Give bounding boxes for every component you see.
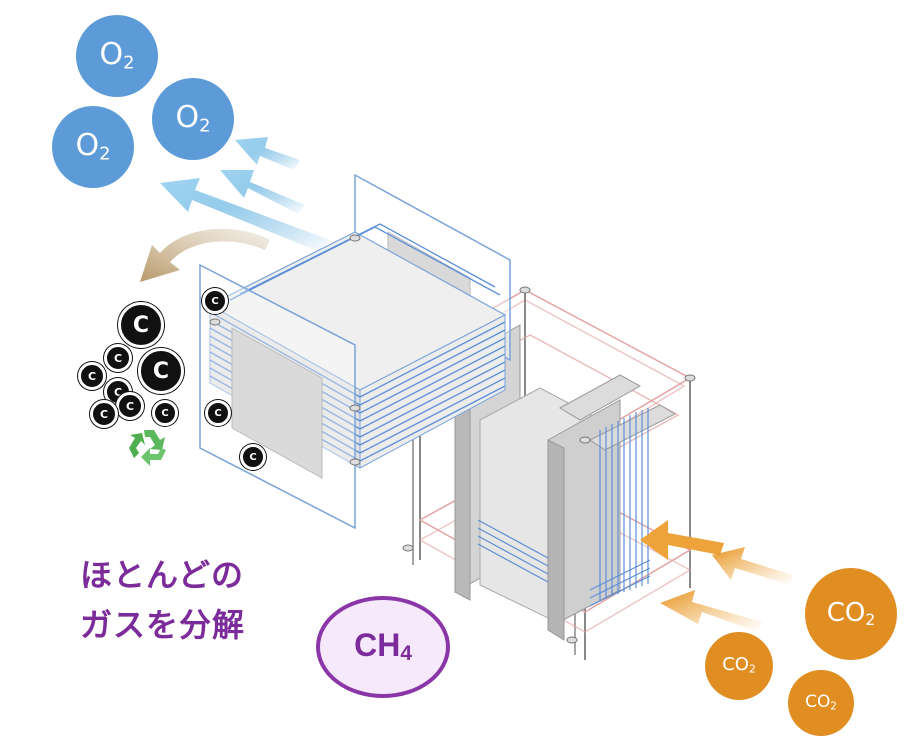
carbon-atom: C: [118, 302, 164, 348]
ch4-label: CH4: [354, 627, 412, 666]
o2-label: O2: [75, 127, 111, 165]
carbon-atom: C: [152, 400, 178, 426]
arrow-icon: [235, 137, 300, 170]
carbon-atom: C: [240, 444, 266, 470]
blue-bolts: [209, 234, 361, 466]
carbon-atom: C: [78, 362, 106, 390]
caption-line-1: ほとんどの: [80, 556, 245, 594]
carbon-atom: C: [116, 392, 144, 420]
arrow-icon: [660, 590, 762, 632]
carbon-atom: C: [90, 400, 118, 428]
co2-molecule: CO2: [805, 568, 897, 660]
arrow-icon: [220, 170, 305, 214]
co2-arrows: [640, 520, 793, 632]
red-unit-plates: [454, 324, 677, 641]
red-unit-membranes: [477, 408, 651, 607]
co2-molecule: CO2: [788, 670, 854, 736]
arrow-icon: [712, 547, 793, 585]
carbon-arrow: [140, 228, 270, 282]
carbon-atom: C: [205, 400, 231, 426]
o2-molecule: O2: [152, 78, 234, 160]
ch4-badge: CH4: [316, 596, 450, 698]
co2-label: CO2: [826, 597, 876, 629]
co2-label: CO2: [805, 691, 837, 713]
arrow-icon: [640, 520, 724, 560]
o2-arrows: [160, 137, 330, 252]
co2-molecule: CO2: [705, 632, 773, 700]
arrow-icon: [160, 178, 330, 252]
blue-front-plate: [199, 263, 356, 530]
o2-molecule: O2: [52, 106, 134, 188]
o2-molecule: O2: [76, 15, 158, 97]
o2-label: O2: [175, 99, 211, 137]
carbon-atom: C: [138, 348, 184, 394]
o2-label: O2: [99, 36, 135, 74]
carbon-atom: C: [104, 344, 132, 372]
recycle-icon: [129, 430, 166, 466]
co2-label: CO2: [722, 654, 756, 676]
caption-line-2: ガスを分解: [80, 606, 246, 644]
carbon-atom: C: [202, 288, 228, 314]
